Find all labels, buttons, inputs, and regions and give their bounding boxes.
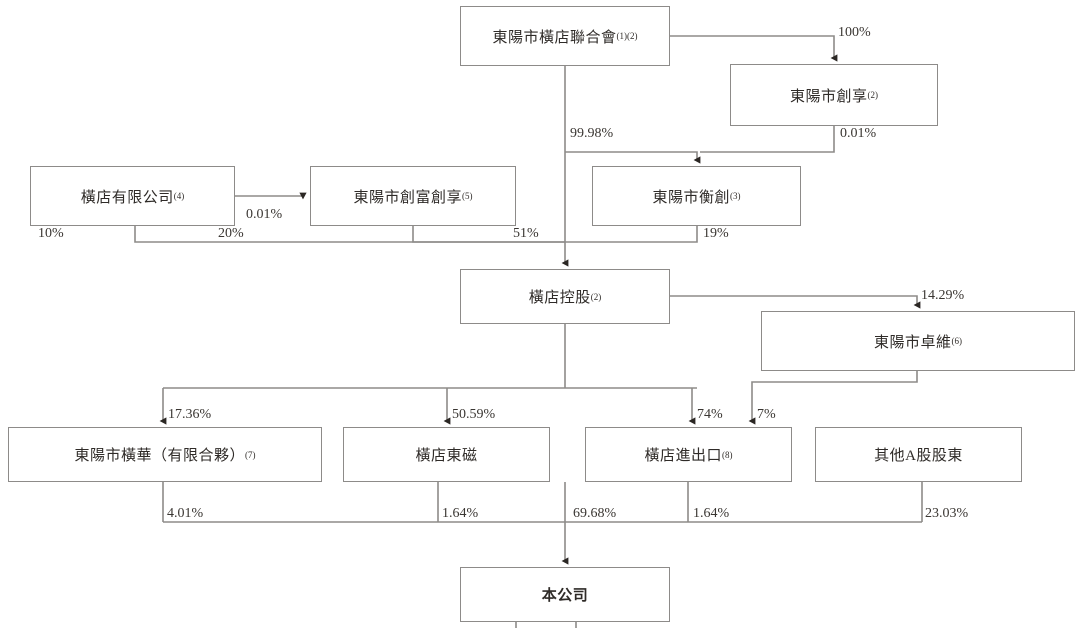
node-dongci[interactable]: 橫店東磁 xyxy=(343,427,550,482)
edge-hengdianltd-to-holdings-10 xyxy=(134,226,565,243)
edge-label-5059: 50.59% xyxy=(452,407,496,422)
node-other-a-shareholders[interactable]: 其他A股股東 xyxy=(815,427,1022,482)
node-hengchuang-superscript: (3) xyxy=(730,191,741,201)
edge-union-to-hengchuang-9998 xyxy=(565,151,701,164)
node-henghua[interactable]: 東陽市橫華（有限合夥）(7) xyxy=(8,427,322,482)
edge-chuangfu-to-holdings-20 xyxy=(412,226,565,243)
node-chuangfu-label: 東陽市創富創享 xyxy=(353,189,462,206)
node-chuangxiang-label: 東陽市創享 xyxy=(789,88,868,105)
edge-hengchuang-to-holdings-19 xyxy=(565,226,698,243)
node-jinchukou-superscript: (8) xyxy=(722,449,733,460)
edge-holdings-to-zhuowei xyxy=(670,295,921,309)
node-hengchuang-label: 東陽市衡創 xyxy=(652,189,730,206)
edge-label-100: 100% xyxy=(838,25,871,40)
edge-label-1429: 14.29% xyxy=(921,288,965,303)
edge-label-20: 20% xyxy=(218,226,244,241)
node-henghua-superscript: (7) xyxy=(245,449,256,460)
edge-label-9998: 99.98% xyxy=(570,126,614,141)
edge-label-164-a: 1.64% xyxy=(442,506,479,521)
node-hengdian-ltd[interactable]: 橫店有限公司(4) xyxy=(30,166,235,226)
node-company-label: 本公司 xyxy=(541,588,589,604)
node-hengchuang[interactable]: 東陽市衡創(3) xyxy=(592,166,801,226)
edge-label-10: 10% xyxy=(38,226,64,241)
node-company[interactable]: 本公司 xyxy=(460,567,670,622)
node-chuangfu[interactable]: 東陽市創富創享(5) xyxy=(310,166,516,226)
edge-union-to-chuangxiang xyxy=(670,35,838,62)
node-chuangfu-superscript: (5) xyxy=(462,191,473,201)
edge-label-401: 4.01% xyxy=(167,506,204,521)
edge-label-19: 19% xyxy=(703,226,729,241)
edge-label-74: 74% xyxy=(697,407,723,422)
edge-label-51: 51% xyxy=(513,226,539,241)
node-hengdian-ltd-label: 橫店有限公司 xyxy=(80,189,174,206)
edge-zhuowei-to-jinchukou-7 xyxy=(748,371,918,425)
edge-label-001-a: 0.01% xyxy=(840,126,877,141)
node-union-label: 東陽市橫店聯合會 xyxy=(492,29,617,46)
edge-label-1736: 17.36% xyxy=(168,407,212,422)
edge-label-7: 7% xyxy=(757,407,776,422)
node-chuangxiang[interactable]: 東陽市創享(2) xyxy=(730,64,938,126)
edge-chuangxiang-to-hengchuang xyxy=(700,126,835,153)
node-other-a-shareholders-label: 其他A股股東 xyxy=(874,448,963,464)
edge-label-6968: 69.68% xyxy=(573,506,617,521)
node-jinchukou[interactable]: 橫店進出口(8) xyxy=(585,427,792,482)
node-holdings-label: 橫店控股 xyxy=(528,290,591,306)
node-union-superscript: (1)(2) xyxy=(616,31,638,41)
edge-label-001-b: 0.01% xyxy=(246,207,283,222)
edge-label-164-b: 1.64% xyxy=(693,506,730,521)
node-zhuowei[interactable]: 東陽市卓維(6) xyxy=(761,311,1075,371)
node-zhuowei-superscript: (6) xyxy=(951,336,963,346)
node-union[interactable]: 東陽市橫店聯合會(1)(2) xyxy=(460,6,670,66)
node-hengdian-ltd-superscript: (4) xyxy=(173,191,185,201)
node-henghua-label: 東陽市橫華（有限合夥） xyxy=(74,448,245,464)
node-chuangxiang-superscript: (2) xyxy=(867,90,879,100)
node-zhuowei-label: 東陽市卓維 xyxy=(873,334,952,351)
node-jinchukou-label: 橫店進出口 xyxy=(644,448,722,464)
node-holdings[interactable]: 橫店控股(2) xyxy=(460,269,670,324)
edge-label-2303: 23.03% xyxy=(925,506,969,521)
node-dongci-label: 橫店東磁 xyxy=(415,448,478,464)
node-holdings-superscript: (2) xyxy=(590,291,602,302)
